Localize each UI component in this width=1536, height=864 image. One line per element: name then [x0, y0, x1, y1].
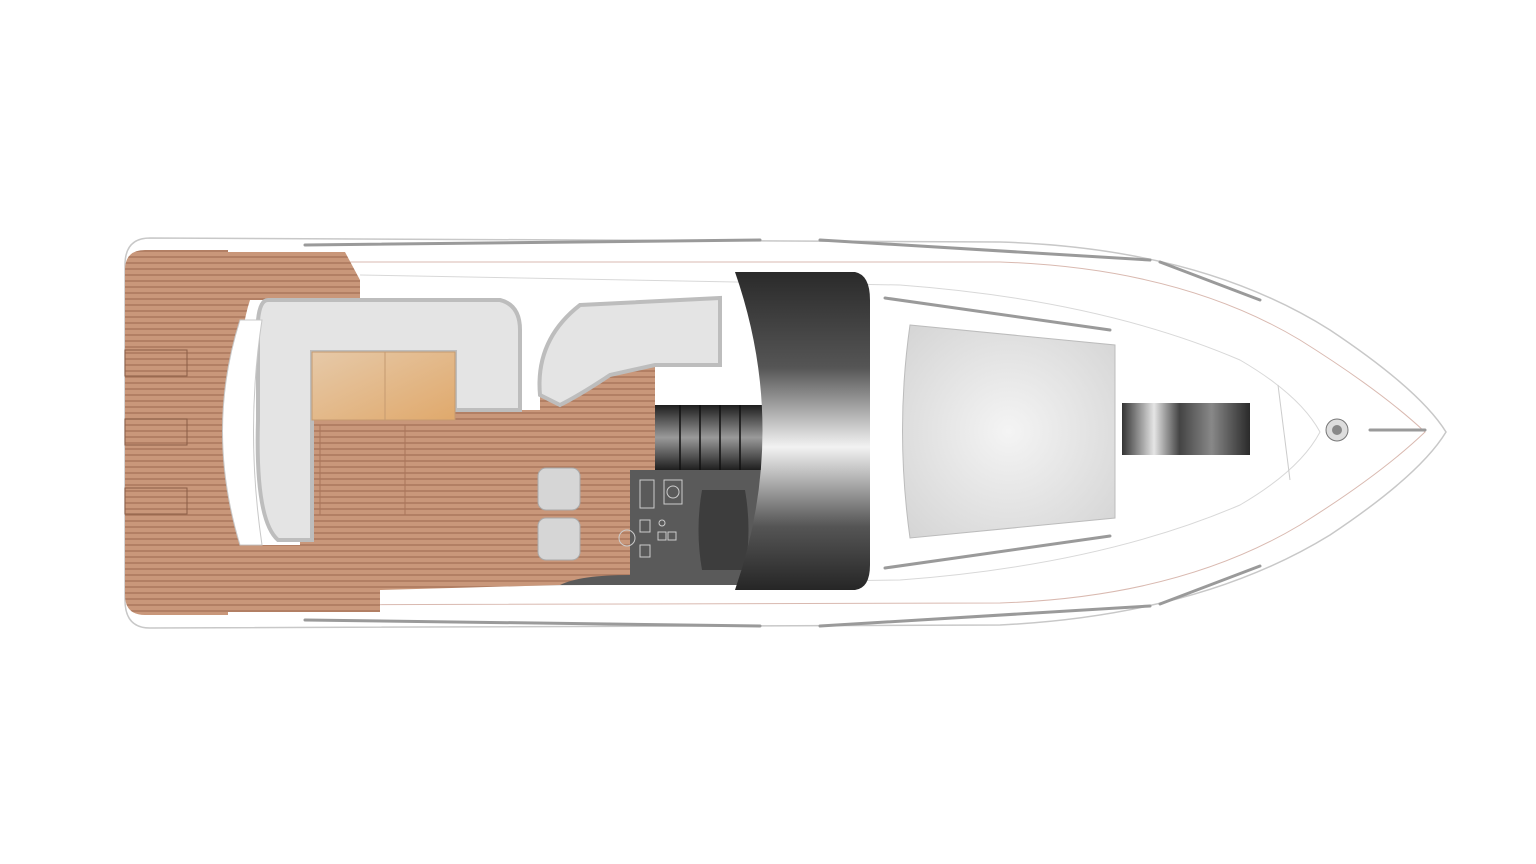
- gunwale-line: [229, 261, 1426, 606]
- floor-hatch: [319, 424, 406, 516]
- aft-walkway: [222, 319, 263, 546]
- cockpit-table: [311, 351, 456, 421]
- helm-seat-console: [698, 490, 749, 570]
- stair-treads: [679, 405, 741, 470]
- swim-platform: [125, 250, 228, 615]
- deck-line: [359, 274, 1321, 589]
- side-seating: [537, 295, 722, 408]
- helm-instruments: [618, 479, 683, 558]
- anchor-icon: [1325, 418, 1349, 442]
- platform-vents: [124, 349, 188, 515]
- helm-seats: [537, 467, 581, 561]
- cockpit-floor: [300, 410, 660, 580]
- windscreen: [735, 272, 870, 590]
- cockpit-seating: [255, 298, 522, 542]
- foredeck-sunpad: [902, 324, 1116, 539]
- bow-deck-line: [1277, 384, 1291, 481]
- forward-hatch: [1122, 403, 1250, 455]
- guard-rails: [303, 238, 1427, 628]
